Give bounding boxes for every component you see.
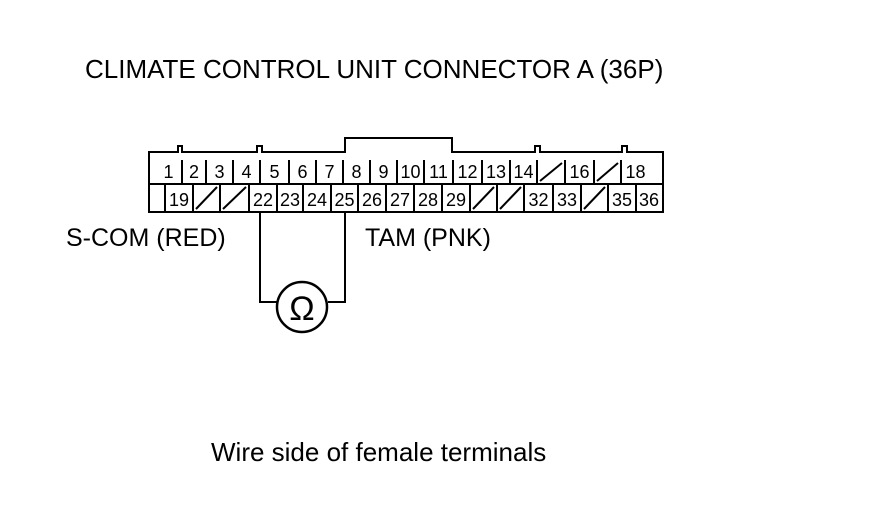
ohmmeter-icon: Ω (275, 280, 329, 334)
terminal-number: 27 (390, 190, 410, 210)
connector-cavity (496, 184, 522, 212)
caption: Wire side of female terminals (211, 437, 546, 467)
terminal-number: 7 (324, 162, 334, 182)
terminal-number: 16 (569, 162, 589, 182)
terminal-number: 36 (639, 190, 659, 210)
connector-cavity: 29 (441, 184, 466, 212)
connector-cavity: 23 (276, 184, 300, 212)
connector-cavity: 25 (330, 184, 355, 212)
terminal-number: 11 (429, 162, 448, 182)
probe-wire-left (259, 212, 277, 303)
empty-cavity-slash (499, 186, 522, 210)
tam-label: TAM (PNK) (365, 224, 491, 252)
connector-cavity: 36 (635, 184, 659, 212)
connector-cavity: 13 (481, 160, 506, 184)
connector-cavity: 27 (385, 184, 410, 212)
terminal-number: 33 (557, 190, 577, 210)
connector-cavity: 4 (232, 160, 252, 184)
terminal-number: 9 (378, 162, 388, 182)
terminal-number: 29 (446, 190, 466, 210)
connector-cavity: 7 (315, 160, 335, 184)
terminal-number: 1 (163, 162, 173, 182)
diagram-title: CLIMATE CONTROL UNIT CONNECTOR A (36P) (85, 54, 663, 84)
connector-cavity: 28 (413, 184, 438, 212)
connector-cavity: 19 (164, 184, 189, 212)
connector-cavity: 10 (396, 160, 421, 184)
probe-wire-right (328, 212, 346, 303)
connector-cavity: 26 (357, 184, 382, 212)
terminal-number: 32 (528, 190, 548, 210)
connector-cavity: 6 (288, 160, 308, 184)
connector-cavity: 9 (369, 160, 389, 184)
connector-cavity (580, 184, 606, 212)
terminal-number: 3 (214, 162, 224, 182)
terminal-number: 28 (418, 190, 438, 210)
connector-cavity: 1 (163, 162, 173, 182)
connector-cavity (593, 160, 619, 184)
connector-cavity: 24 (302, 184, 327, 212)
terminal-number: 23 (280, 190, 300, 210)
connector-cavity: 8 (342, 160, 362, 184)
connector-cavity: 35 (607, 184, 632, 212)
connector-cavity: 14 (509, 160, 534, 184)
empty-cavity-slash (583, 186, 606, 210)
connector-cavity (192, 184, 218, 212)
terminal-number: 19 (169, 190, 189, 210)
connector-cavity: 32 (523, 184, 549, 212)
terminal-number: 12 (457, 162, 477, 182)
connector-cavity (219, 184, 247, 212)
terminal-number: 35 (612, 190, 632, 210)
connector-cavity: 18 (620, 160, 646, 184)
connector-cavity: 22 (248, 184, 273, 212)
ohm-symbol: Ω (289, 290, 314, 328)
empty-cavity-slash (596, 162, 619, 182)
empty-cavity-slash (472, 186, 495, 210)
terminal-number: 13 (486, 162, 506, 182)
terminal-number: 8 (351, 162, 361, 182)
empty-cavity-slash (195, 186, 218, 210)
connector-cavity (469, 184, 495, 212)
terminal-number: 5 (269, 162, 279, 182)
terminal-number: 25 (334, 190, 354, 210)
connector-cavity: 33 (552, 184, 577, 212)
terminal-number: 18 (625, 162, 645, 182)
terminal-number: 2 (189, 162, 199, 182)
connector-cavity: 12 (452, 160, 478, 184)
connector-cavity: 11 (423, 160, 448, 184)
connector-cavity: 16 (564, 160, 590, 184)
connector-cavity: 5 (259, 160, 280, 184)
connector-cavity: 3 (205, 160, 225, 184)
s-com-label: S-COM (RED) (66, 224, 226, 252)
connector-housing (148, 137, 664, 213)
connector-cavity (536, 160, 563, 184)
empty-cavity-slash (539, 162, 563, 182)
terminal-number: 4 (241, 162, 251, 182)
connector-cavity: 2 (181, 160, 199, 184)
terminal-number: 14 (513, 162, 533, 182)
terminal-number: 24 (307, 190, 327, 210)
empty-cavity-slash (222, 186, 247, 210)
terminal-number: 6 (297, 162, 307, 182)
terminal-number: 22 (253, 190, 273, 210)
connector-bottom-row: 19 22 23 24 25 26 27 28 29 32 33 35 36 (164, 184, 659, 212)
terminal-number: 26 (362, 190, 382, 210)
terminal-number: 10 (400, 162, 420, 182)
